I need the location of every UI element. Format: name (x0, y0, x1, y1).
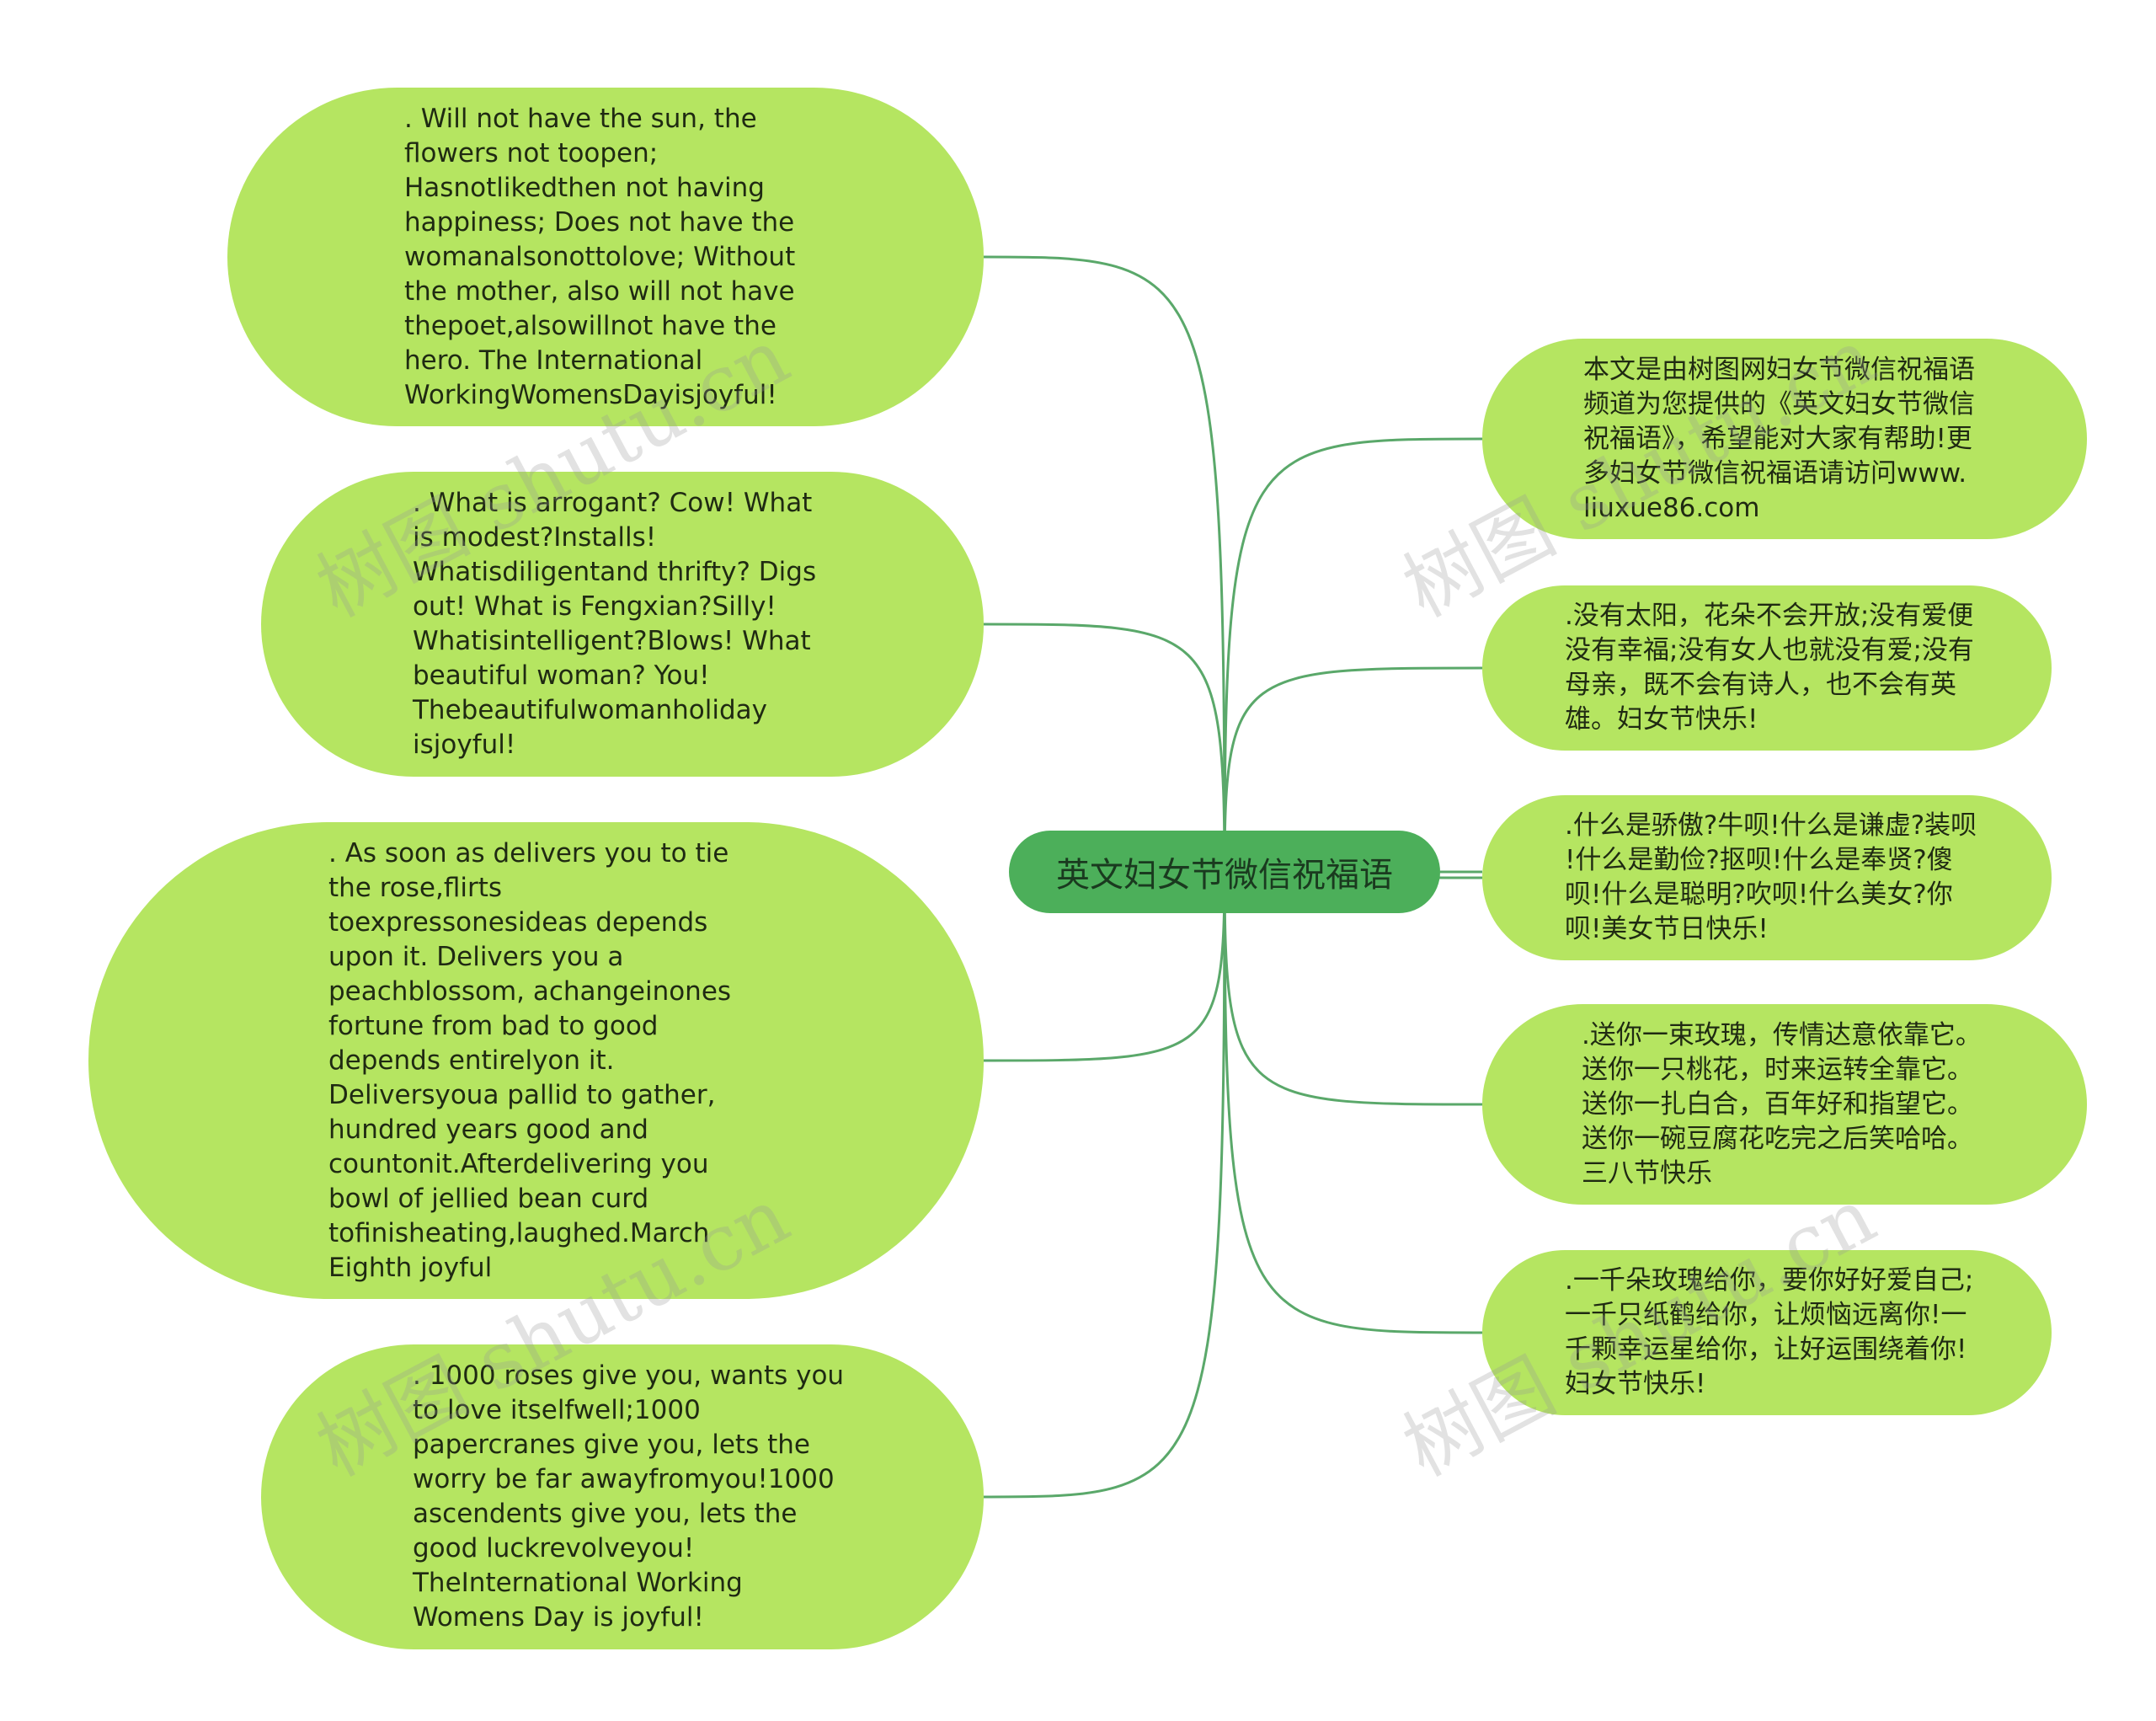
connector-l3 (983, 871, 1226, 1499)
topic-node-left-3[interactable]: . As soon as delivers you to tie the ros… (88, 822, 984, 1299)
topic-text: . 1000 roses give you, wants you to love… (413, 1360, 845, 1633)
topic-node-right-5[interactable]: .一千朵玫瑰给你，要你好好爱自己; 一千只纸鹤给你，让烦恼远离你!一 千颗幸运星… (1482, 1250, 2052, 1415)
central-topic[interactable]: 英文妇女节微信祝福语 (1009, 831, 1440, 913)
central-topic-label: 英文妇女节微信祝福语 (1056, 856, 1393, 895)
topic-text: .什么是骄傲?牛呗!什么是谦虚?装呗 !什么是勤俭?抠呗!什么是奉贤?傻 呗!什… (1565, 810, 1977, 944)
topic-text: .一千朵玫瑰给你，要你好好爱自己; 一千只纸鹤给你，让烦恼远离你!一 千颗幸运星… (1565, 1265, 1974, 1399)
connector-r4 (1223, 871, 1483, 1334)
topic-node-right-3[interactable]: .什么是骄傲?牛呗!什么是谦虚?装呗 !什么是勤俭?抠呗!什么是奉贤?傻 呗!什… (1482, 795, 2052, 960)
connector-r1 (1223, 666, 1483, 873)
connector-l2 (983, 871, 1226, 1062)
connector-r0 (1223, 437, 1483, 873)
connector-l1 (983, 623, 1226, 873)
connector-l0 (983, 255, 1226, 873)
topic-node-left-1[interactable]: . Will not have the sun, the flowers not… (227, 88, 984, 426)
connector-r3 (1223, 871, 1483, 1106)
topic-text: . As soon as delivers you to tie the ros… (328, 837, 732, 1283)
topic-text: 本文是由树图网妇女节微信祝福语 频道为您提供的《英文妇女节微信 祝福语》，希望能… (1583, 354, 1975, 523)
topic-text: . Will not have the sun, the flowers not… (404, 103, 796, 410)
topic-node-right-2[interactable]: .没有太阳，花朵不会开放;没有爱便 没有幸福;没有女人也就没有爱;没有 母亲，既… (1482, 585, 2052, 751)
topic-node-left-2[interactable]: . What is arrogant? Cow! What is modest?… (261, 472, 984, 777)
topic-node-left-4[interactable]: . 1000 roses give you, wants you to love… (261, 1344, 984, 1649)
topic-node-right-1[interactable]: 本文是由树图网妇女节微信祝福语 频道为您提供的《英文妇女节微信 祝福语》，希望能… (1482, 339, 2087, 539)
topic-text: .没有太阳，花朵不会开放;没有爱便 没有幸福;没有女人也就没有爱;没有 母亲，既… (1565, 601, 1974, 735)
topic-text: . What is arrogant? Cow! What is modest?… (413, 488, 817, 760)
topic-text: .送你一束玫瑰，传情达意依靠它。 送你一只桃花，时来运转全靠它。 送你一扎白合，… (1582, 1019, 1982, 1189)
topic-node-right-4[interactable]: .送你一束玫瑰，传情达意依靠它。 送你一只桃花，时来运转全靠它。 送你一扎白合，… (1482, 1004, 2087, 1205)
